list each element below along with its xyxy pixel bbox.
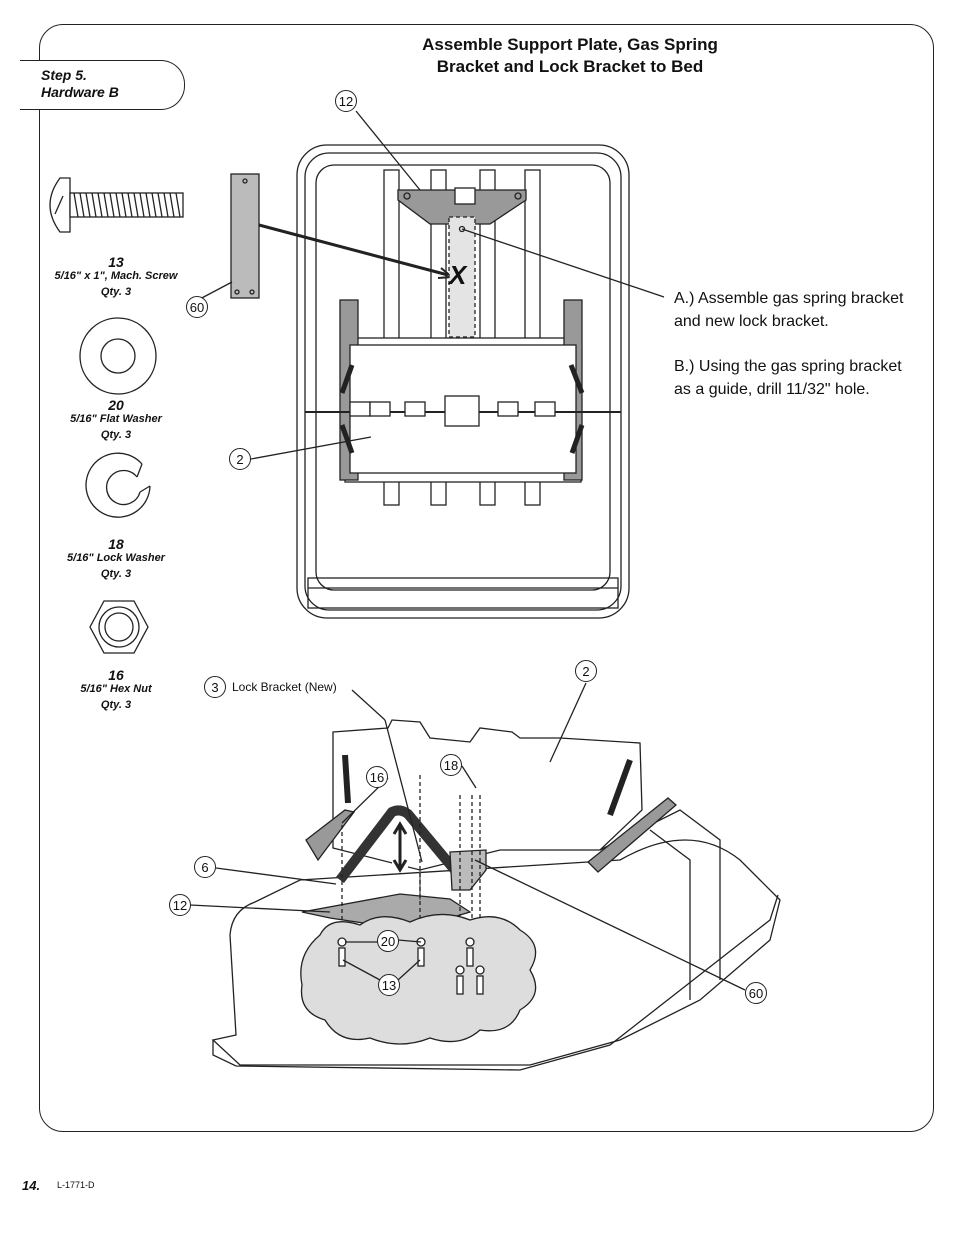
- lock-bracket-label: Lock Bracket (New): [232, 680, 337, 694]
- hardware-item-16: 16 5/16" Hex Nut Qty. 3: [40, 667, 192, 711]
- plate-60-drawing: [230, 173, 455, 299]
- note-b: B.) Using the gas spring bracket as a gu…: [674, 355, 902, 401]
- callout-18-bottom: 18: [440, 754, 462, 776]
- callout-60-top: 60: [186, 296, 208, 318]
- note-b-line-1: B.) Using the gas spring bracket: [674, 358, 902, 375]
- hardware-number: 13: [108, 254, 124, 270]
- machine-screw-icon: [49, 177, 184, 233]
- bed-top-view: [197, 110, 665, 619]
- note-b-line-2: as a guide, drill 11/32" hole.: [674, 381, 870, 398]
- hardware-desc: 5/16" x 1", Mach. Screw: [54, 270, 178, 282]
- step-number: Step 5.: [41, 67, 87, 83]
- hardware-number: 18: [108, 536, 124, 552]
- hardware-qty: Qty. 3: [100, 286, 132, 298]
- flat-washer-icon: [79, 317, 157, 395]
- hardware-qty: Qty. 3: [100, 429, 132, 441]
- callout-3-bottom: 3: [204, 676, 226, 698]
- bed-isometric-view: [189, 682, 781, 1071]
- title-line-1: Assemble Support Plate, Gas Spring: [422, 35, 718, 54]
- page-title: Assemble Support Plate, Gas Spring Brack…: [360, 34, 780, 78]
- callout-13-bottom: 13: [378, 974, 400, 996]
- document-code: L-1771-D: [57, 1180, 95, 1190]
- hardware-desc: 5/16" Hex Nut: [80, 683, 152, 695]
- callout-16-bottom: 16: [366, 766, 388, 788]
- callout-60-bottom: 60: [745, 982, 767, 1004]
- callout-12-top: 12: [335, 90, 357, 112]
- note-a-line-2: and new lock bracket.: [674, 313, 829, 330]
- hex-nut-icon: [89, 600, 149, 654]
- note-a-line-1: A.) Assemble gas spring bracket: [674, 290, 904, 307]
- hardware-item-18: 18 5/16" Lock Washer Qty. 3: [40, 536, 192, 580]
- note-a: A.) Assemble gas spring bracket and new …: [674, 287, 903, 333]
- drill-mark: X: [449, 260, 467, 290]
- title-line-2: Bracket and Lock Bracket to Bed: [436, 57, 704, 76]
- hardware-desc: 5/16" Flat Washer: [70, 413, 162, 425]
- lock-washer-icon: [85, 452, 151, 518]
- callout-6-bottom: 6: [194, 856, 216, 878]
- callout-12-bottom: 12: [169, 894, 191, 916]
- step-hardware: Hardware B: [41, 84, 119, 100]
- page-number: 14.: [22, 1178, 41, 1193]
- page-frame: [39, 24, 934, 1132]
- hardware-number: 16: [108, 667, 124, 683]
- callout-2-bottom: 2: [575, 660, 597, 682]
- hardware-desc: 5/16" Lock Washer: [67, 552, 165, 564]
- step-tab: Step 5. Hardware B: [20, 60, 185, 110]
- hardware-qty: Qty. 3: [100, 699, 132, 711]
- hardware-item-20: 20 5/16" Flat Washer Qty. 3: [40, 397, 192, 441]
- callout-20-bottom: 20: [377, 930, 399, 952]
- hardware-number: 20: [108, 397, 124, 413]
- hardware-qty: Qty. 3: [100, 568, 132, 580]
- callout-2-top: 2: [229, 448, 251, 470]
- hardware-item-13: 13 5/16" x 1", Mach. Screw Qty. 3: [40, 254, 192, 298]
